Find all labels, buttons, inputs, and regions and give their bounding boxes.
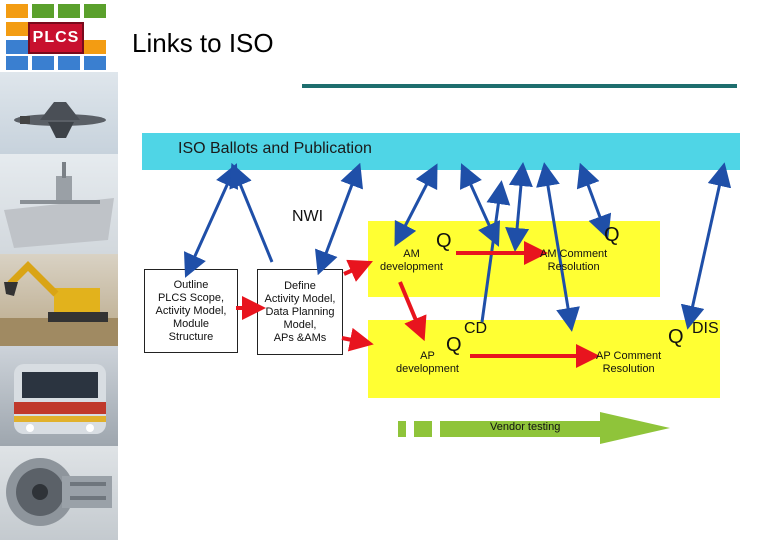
am-dev-to-iso-arrow bbox=[394, 163, 438, 247]
logo-blue-square bbox=[6, 56, 28, 70]
airplane-icon bbox=[14, 102, 106, 138]
ap-comment-q-marker: Q bbox=[668, 326, 684, 348]
logo-blue-square bbox=[84, 56, 106, 70]
define-to-iso-arrow bbox=[315, 162, 363, 276]
am-q-link-arrow bbox=[460, 163, 500, 247]
ap-comment-resolution-label: AP Comment Resolution bbox=[596, 350, 662, 375]
am-comment-q-marker: Q bbox=[604, 224, 620, 246]
am-to-ap-arrow bbox=[398, 281, 427, 342]
logo-text: PLCS bbox=[28, 22, 84, 54]
plcs-logo: PLCS bbox=[6, 4, 106, 70]
cd-label: CD bbox=[464, 320, 488, 337]
logo-orange-square bbox=[84, 40, 106, 54]
ap-phase-band bbox=[368, 320, 720, 398]
photo-strip bbox=[0, 72, 118, 540]
ap-q-marker: Q bbox=[446, 334, 462, 356]
outline-scope-box: Outline PLCS Scope, Activity Model, Modu… bbox=[144, 269, 238, 353]
logo-green-square bbox=[32, 4, 54, 18]
am-q-marker: Q bbox=[436, 230, 452, 252]
define-models-box: Define Activity Model, Data Planning Mod… bbox=[257, 269, 343, 355]
logo-green-square bbox=[84, 4, 106, 18]
ap-development-label: AP development bbox=[396, 350, 459, 375]
airplane-photo bbox=[0, 72, 118, 154]
logo-orange-square bbox=[6, 22, 28, 36]
logo-blue-square bbox=[58, 56, 80, 70]
nwi-label: NWI bbox=[292, 208, 324, 225]
define-to-am-arrow bbox=[343, 259, 373, 282]
ap-q-link-arrow bbox=[480, 180, 511, 323]
logo-blue-square bbox=[6, 40, 28, 54]
ship-photo bbox=[0, 154, 118, 254]
excavator-photo bbox=[0, 254, 118, 346]
iso-ballots-label: ISO Ballots and Publication bbox=[178, 140, 372, 157]
excavator-icon bbox=[0, 261, 118, 346]
dis-label: DIS bbox=[692, 320, 719, 337]
ship-icon bbox=[4, 162, 114, 248]
dis-link-arrow bbox=[680, 162, 732, 330]
turbine-engine-icon bbox=[6, 458, 112, 526]
am-comment-link-arrow bbox=[505, 162, 533, 252]
vendor-testing-arrow bbox=[398, 412, 670, 444]
am-comment-resolution-label: AM Comment Resolution bbox=[540, 248, 608, 273]
logo-orange-square bbox=[6, 4, 28, 18]
slide-title: Links to ISO bbox=[132, 28, 274, 58]
define-models-text: Define Activity Model, Data Planning Mod… bbox=[264, 279, 336, 344]
vendor-testing-label: Vendor testing bbox=[490, 421, 561, 433]
am-development-label: AM development bbox=[380, 248, 443, 273]
title-underline bbox=[302, 84, 737, 88]
logo-blue-square bbox=[32, 56, 54, 70]
process-arrows bbox=[236, 241, 600, 368]
outline-scope-text: Outline PLCS Scope, Activity Model, Modu… bbox=[155, 278, 227, 343]
ap-comment-link-arrow bbox=[536, 162, 580, 332]
engine-photo bbox=[0, 446, 118, 540]
iso-link-arrows bbox=[184, 162, 732, 332]
logo-green-square bbox=[58, 4, 80, 18]
train-photo bbox=[0, 346, 118, 446]
train-icon bbox=[14, 364, 106, 434]
am-q2-link-arrow bbox=[576, 162, 612, 240]
outline-to-iso-arrow bbox=[184, 163, 238, 278]
define-to-ap-arrow bbox=[341, 327, 374, 352]
nwi-to-iso-arrow bbox=[229, 162, 274, 263]
